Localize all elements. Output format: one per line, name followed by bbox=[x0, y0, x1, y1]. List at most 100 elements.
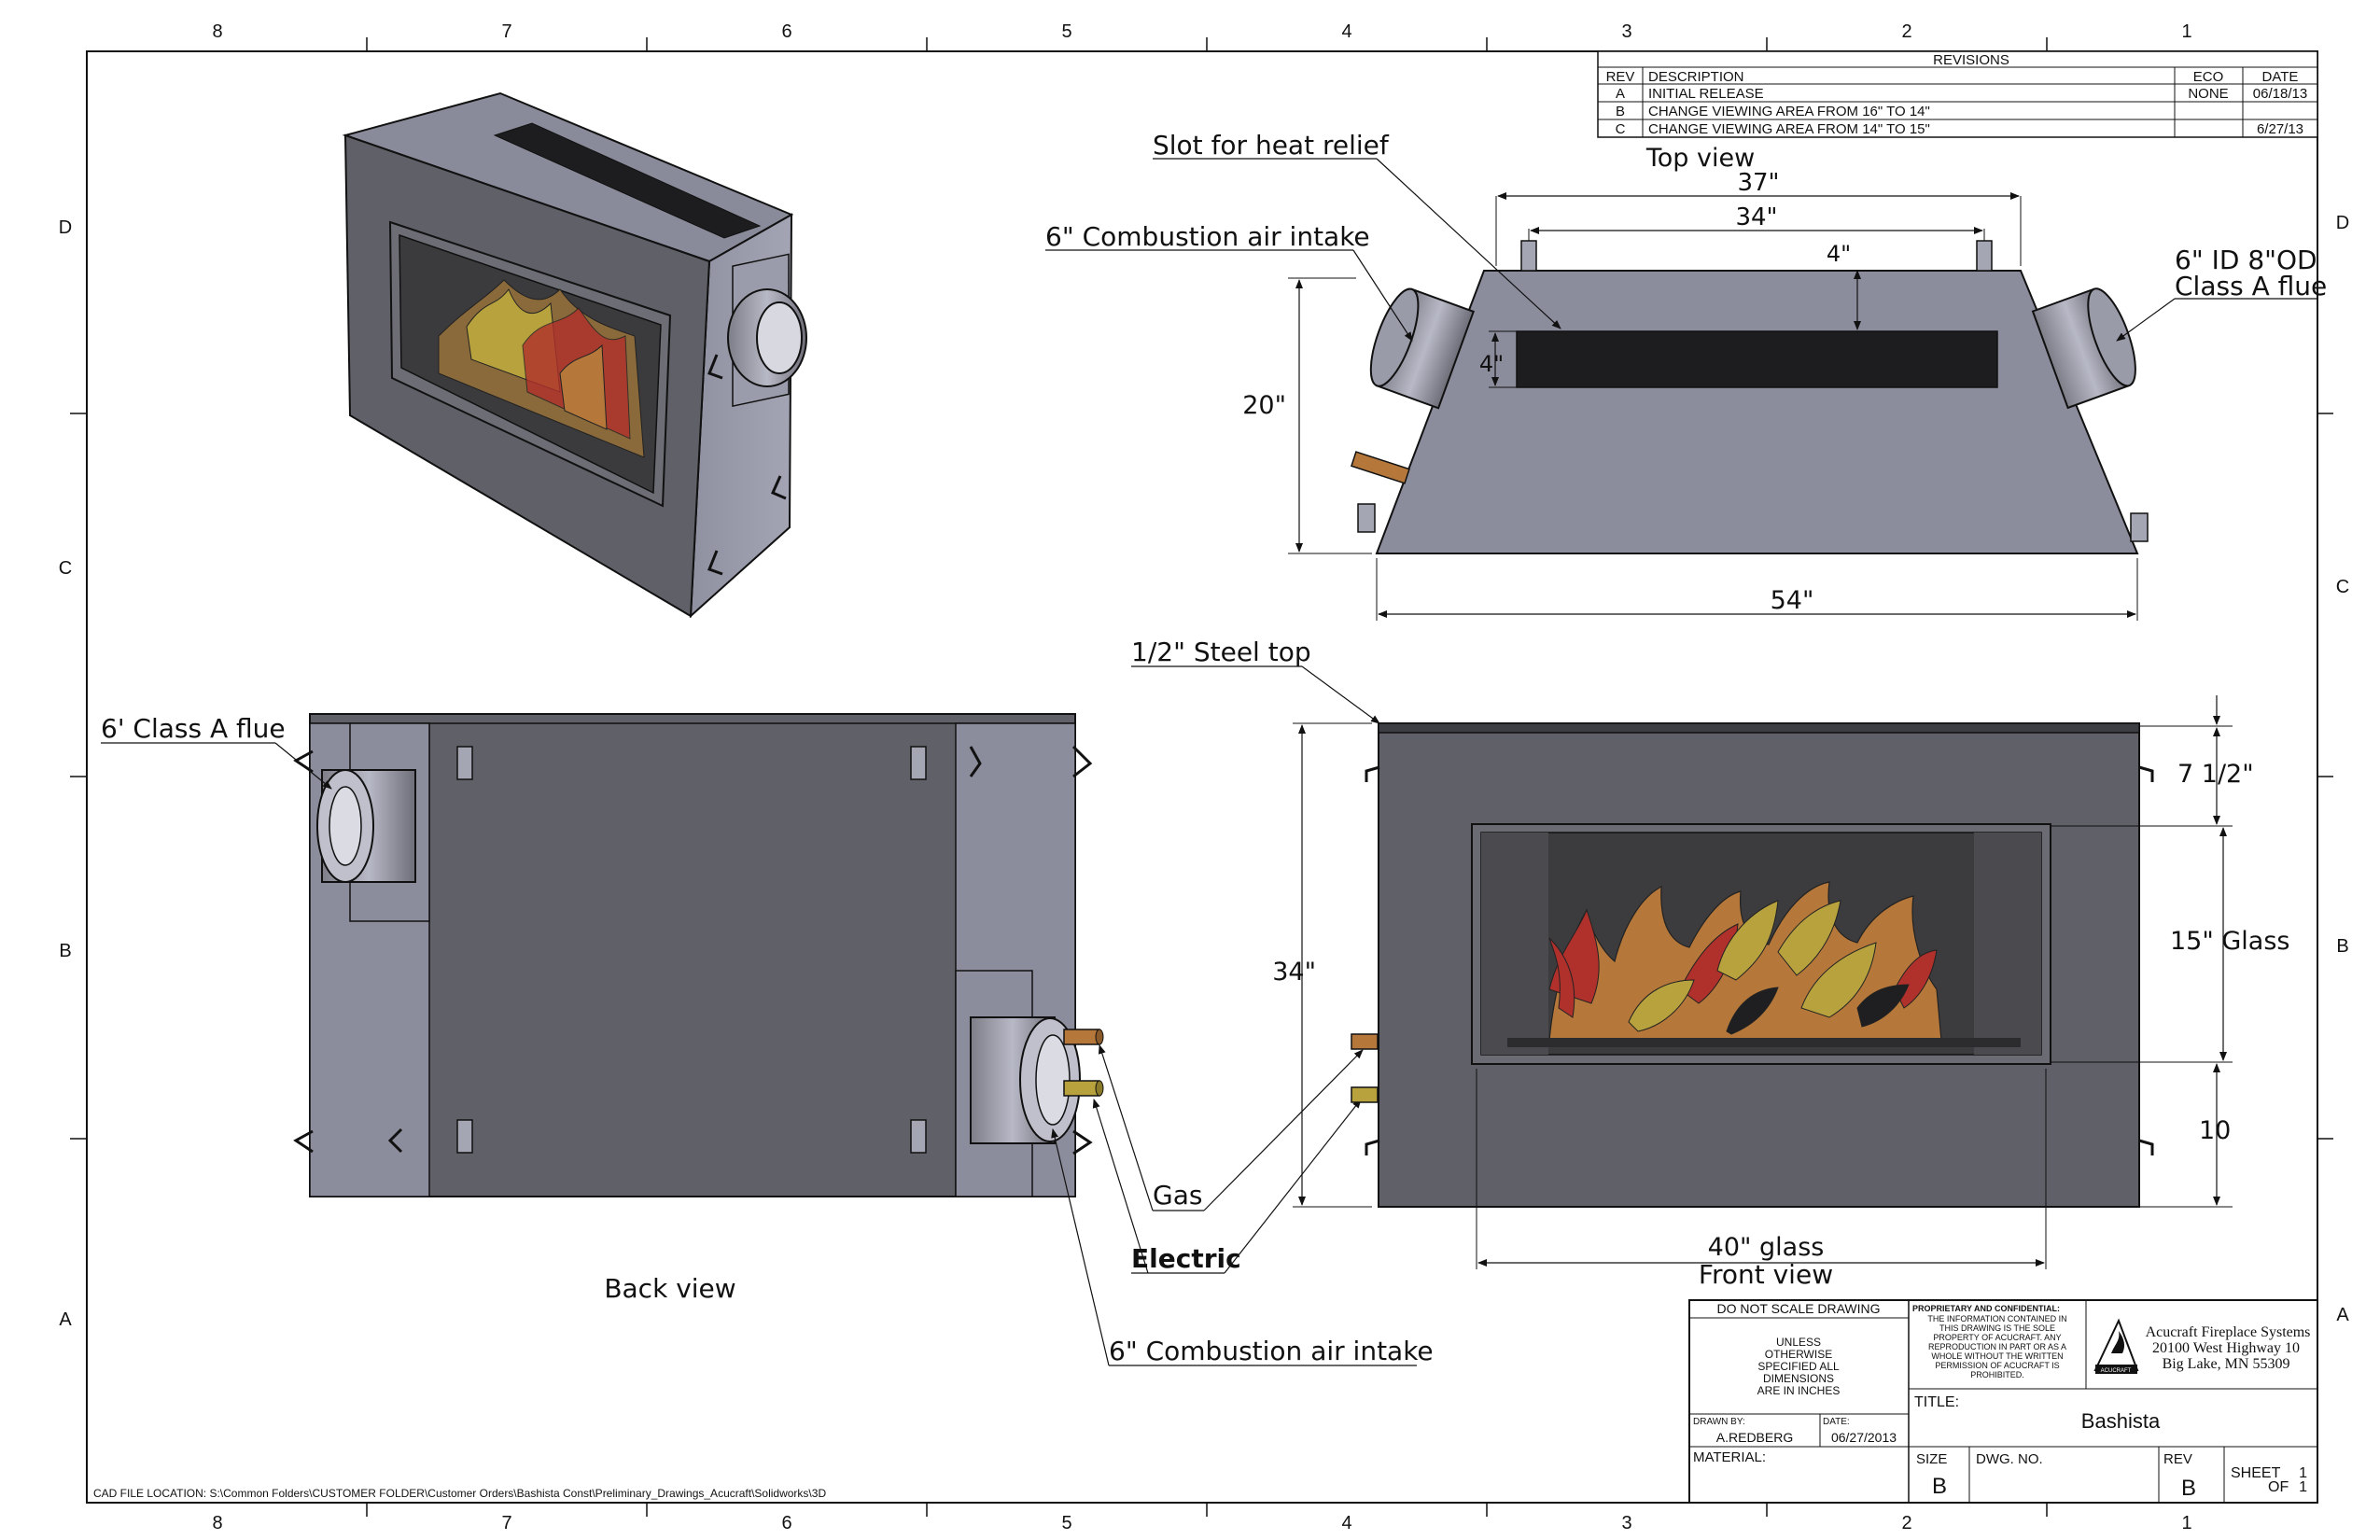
rev-a-eco: NONE bbox=[2188, 86, 2228, 102]
front-view: 34" 7 1/2" 15" Glass 10 40" glass Front … bbox=[1272, 695, 2289, 1290]
zone-bottom-2: 2 bbox=[1901, 1513, 1911, 1533]
acucraft-logo: ACUCRAFT bbox=[2093, 1318, 2139, 1374]
date-header: DATE bbox=[2262, 69, 2299, 85]
zone-left-A: A bbox=[59, 1309, 72, 1330]
callout-flue-top-line1: 6" ID 8"OD bbox=[2175, 245, 2317, 275]
eco-header: ECO bbox=[2193, 69, 2224, 85]
rev-value: B bbox=[2181, 1476, 2196, 1501]
unless-line-5: ARE IN INCHES bbox=[1757, 1384, 1841, 1397]
rev-b-description: CHANGE VIEWING AREA FROM 16" TO 14" bbox=[1648, 104, 1930, 119]
proprietary-line-6: PERMISSION OF ACUCRAFT IS bbox=[1935, 1361, 2059, 1370]
zone-right-C: C bbox=[2336, 577, 2349, 597]
zone-top-4: 4 bbox=[1341, 21, 1351, 42]
rev-c-description: CHANGE VIEWING AREA FROM 14" TO 15" bbox=[1648, 121, 1930, 137]
proprietary-line-4: REPRODUCTION IN PART OR AS A bbox=[1928, 1342, 2066, 1351]
proprietary-line-2: THIS DRAWING IS THE SOLE bbox=[1939, 1323, 2055, 1333]
sheet-total: 1 bbox=[2299, 1479, 2307, 1495]
proprietary-line-7: PROHIBITED. bbox=[1970, 1370, 2024, 1379]
top-view-title: Top view bbox=[1645, 144, 1755, 173]
company-line-2: 20100 West Highway 10 bbox=[2152, 1340, 2300, 1356]
dim-front-bottom: 10 bbox=[2199, 1116, 2231, 1145]
zone-top-3: 3 bbox=[1621, 21, 1631, 42]
zone-left-D: D bbox=[59, 217, 72, 238]
size-label: SIZE bbox=[1916, 1451, 1947, 1467]
rev-b: B bbox=[1616, 104, 1625, 119]
callout-combustion-top: 6" Combustion air intake bbox=[1045, 221, 1370, 252]
rev-a: A bbox=[1616, 86, 1625, 102]
dim-front-top: 7 1/2" bbox=[2177, 760, 2254, 789]
drawing-title: Bashista bbox=[2081, 1409, 2161, 1433]
proprietary-line-1: THE INFORMATION CONTAINED IN bbox=[1927, 1314, 2066, 1323]
material-label: MATERIAL: bbox=[1693, 1449, 1766, 1465]
zone-bottom-3: 3 bbox=[1621, 1513, 1631, 1533]
revisions-table: REVISIONS REV DESCRIPTION ECO DATE A INI… bbox=[1597, 50, 2318, 138]
zone-bottom-6: 6 bbox=[781, 1513, 791, 1533]
zone-bottom-8: 8 bbox=[212, 1513, 222, 1533]
dim-front-glass-width: 40" glass bbox=[1708, 1233, 1825, 1262]
zone-right-B: B bbox=[2336, 936, 2348, 957]
drawn-by: A.REDBERG bbox=[1716, 1430, 1793, 1445]
top-view: Top view 37" 34" bbox=[1242, 144, 2149, 621]
sheet-number: 1 bbox=[2299, 1465, 2307, 1481]
dim-top-slot-offset: 4" bbox=[1827, 241, 1851, 267]
logo-text: ACUCRAFT bbox=[2101, 1368, 2132, 1374]
title-label: TITLE: bbox=[1914, 1394, 1959, 1410]
dim-top-inner: 34" bbox=[1735, 203, 1777, 231]
zone-top-2: 2 bbox=[1901, 21, 1911, 42]
back-view-callouts: 6' Class A flue 1/2" Steel top Gas Elect… bbox=[101, 637, 1434, 1366]
date-label: DATE: bbox=[1823, 1417, 1850, 1427]
rev-a-description: INITIAL RELEASE bbox=[1648, 86, 1764, 102]
rev-c-date: 6/27/13 bbox=[2257, 121, 2303, 137]
zone-top-6: 6 bbox=[781, 21, 791, 42]
dim-top-overall: 37" bbox=[1737, 169, 1779, 197]
callout-electric: Electric bbox=[1131, 1243, 1241, 1274]
drawn-by-label: DRAWN BY: bbox=[1693, 1417, 1745, 1427]
zone-labels: 8 7 6 5 4 3 2 1 8 7 6 5 4 3 2 1 D C B A … bbox=[59, 21, 2350, 1533]
zone-top-5: 5 bbox=[1061, 21, 1071, 42]
top-view-callouts: Slot for heat relief 6" Combustion air i… bbox=[1045, 130, 2327, 342]
company-line-1: Acucraft Fireplace Systems bbox=[2146, 1324, 2311, 1340]
dim-front-glass: 15" Glass bbox=[2170, 927, 2289, 956]
dim-top-base: 54" bbox=[1771, 586, 1814, 615]
zone-left-C: C bbox=[59, 558, 72, 579]
back-view: Back view bbox=[293, 713, 1104, 1304]
revisions-title: REVISIONS bbox=[1933, 52, 2009, 68]
zone-bottom-4: 4 bbox=[1341, 1513, 1351, 1533]
callout-combustion-bottom: 6" Combustion air intake bbox=[1109, 1336, 1434, 1366]
dim-front-height: 34" bbox=[1272, 958, 1316, 987]
iso-flames bbox=[438, 279, 645, 458]
sheet-label: SHEET bbox=[2231, 1465, 2281, 1481]
proprietary-line-3: PROPERTY OF ACUCRAFT. ANY bbox=[1933, 1333, 2061, 1342]
size-value: B bbox=[1932, 1474, 1947, 1499]
front-view-title: Front view bbox=[1699, 1259, 1833, 1290]
unless-line-4: DIMENSIONS bbox=[1763, 1372, 1834, 1385]
callout-steel-top: 1/2" Steel top bbox=[1131, 637, 1311, 667]
proprietary-line-5: WHOLE WITHOUT THE WRITTEN bbox=[1931, 1351, 2063, 1361]
unless-line-3: SPECIFIED ALL bbox=[1757, 1360, 1840, 1373]
rev-header: REV bbox=[1606, 69, 1635, 85]
cad-file-location: CAD FILE LOCATION: S:\Common Folders\CUS… bbox=[93, 1487, 826, 1500]
callout-flue-back: 6' Class A flue bbox=[101, 713, 286, 744]
callout-slot: Slot for heat relief bbox=[1153, 130, 1390, 161]
zone-bottom-5: 5 bbox=[1061, 1513, 1071, 1533]
rev-c: C bbox=[1616, 121, 1626, 137]
unless-line-1: UNLESS bbox=[1776, 1336, 1821, 1349]
rev-label: REV bbox=[2163, 1451, 2192, 1467]
zone-top-8: 8 bbox=[212, 21, 222, 42]
callout-gas: Gas bbox=[1153, 1180, 1202, 1211]
front-flames bbox=[1548, 881, 1942, 1042]
dwg-label: DWG. NO. bbox=[1976, 1451, 2043, 1467]
zone-right-D: D bbox=[2336, 213, 2349, 233]
company-line-3: Big Lake, MN 55309 bbox=[2163, 1356, 2290, 1372]
title-block: DO NOT SCALE DRAWING UNLESS OTHERWISE SP… bbox=[1688, 1299, 2318, 1504]
zone-top-7: 7 bbox=[501, 21, 511, 42]
zone-top-1: 1 bbox=[2181, 21, 2191, 42]
zone-left-B: B bbox=[59, 941, 71, 961]
callout-flue-top-line2: Class A flue bbox=[2175, 271, 2327, 301]
sheet-of: OF bbox=[2268, 1479, 2289, 1495]
back-view-title: Back view bbox=[604, 1273, 735, 1304]
zone-bottom-1: 1 bbox=[2181, 1513, 2191, 1533]
zone-bottom-7: 7 bbox=[501, 1513, 511, 1533]
description-header: DESCRIPTION bbox=[1648, 69, 1744, 85]
